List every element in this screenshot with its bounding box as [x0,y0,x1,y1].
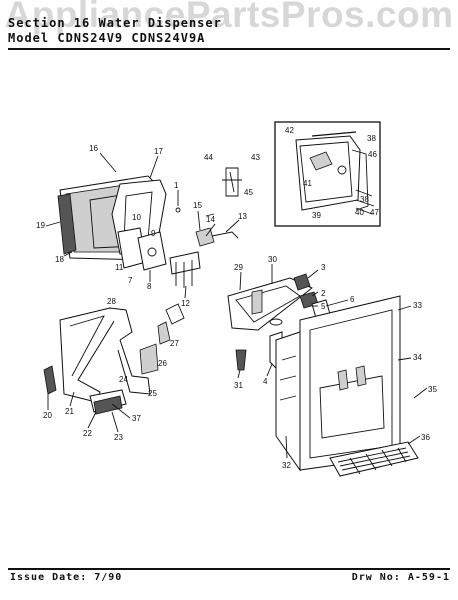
callout-18: 18 [55,255,64,264]
callout-11: 11 [115,263,124,272]
callout-4: 4 [263,377,268,386]
callout-23: 23 [114,433,123,442]
callout-32: 32 [282,461,291,470]
callout-15: 15 [193,201,202,210]
callout-19: 19 [36,221,45,230]
footer-rule [8,568,450,570]
issue-date: Issue Date: 7/90 [10,572,123,583]
callout-21: 21 [65,407,74,416]
callout-2: 2 [321,289,326,298]
model-line: Model CDNS24V9 CDNS24V9A [8,31,206,45]
leader-lines [45,152,428,459]
tube-clip [222,167,242,197]
callout-24: 24 [119,375,128,384]
callout-39: 39 [312,211,321,220]
switch-bracket [169,213,239,288]
part-callouts: 16 17 1 19 18 10 9 11 7 8 15 14 13 12 44… [36,126,437,470]
dispenser-panel [275,295,401,472]
callout-38b: 38 [360,195,369,204]
callout-22: 22 [83,429,92,438]
callout-29: 29 [234,263,243,272]
callout-14: 14 [206,215,215,224]
callout-1: 1 [174,181,179,190]
callout-13: 13 [238,212,247,221]
callout-31: 31 [234,381,243,390]
callout-44: 44 [204,153,213,162]
callout-45: 45 [244,188,253,197]
section-title: Section 16 Water Dispenser [8,16,222,30]
callout-7: 7 [128,276,133,285]
drip-grille [329,441,419,477]
top-housing [227,277,313,331]
callout-5: 5 [321,302,326,311]
callout-3: 3 [321,263,326,272]
callout-47: 47 [370,208,379,217]
callout-46: 46 [368,150,377,159]
callout-17: 17 [154,147,163,156]
callout-25: 25 [148,389,157,398]
callout-40: 40 [355,208,364,217]
callout-34: 34 [413,353,422,362]
callout-35: 35 [428,385,437,394]
callout-6: 6 [350,295,355,304]
callout-20: 20 [43,411,52,420]
callout-28: 28 [107,297,116,306]
callout-10: 10 [132,213,141,222]
callout-36: 36 [421,433,430,442]
header-rule [8,48,450,50]
callout-12: 12 [181,299,190,308]
callout-30: 30 [268,255,277,264]
callout-42: 42 [285,126,294,135]
drawing-number: Drw No: A-59-1 [351,572,450,583]
callout-16: 16 [89,144,98,153]
callout-33: 33 [413,301,422,310]
callout-9: 9 [151,229,156,238]
callout-8: 8 [147,282,152,291]
paddle-assembly [117,207,181,282]
inset-detail [274,121,381,227]
watermark: AppliancePartsPros.com [4,0,454,35]
callout-41: 41 [303,179,312,188]
callout-27: 27 [170,339,179,348]
callout-38a: 38 [367,134,376,143]
lever-arm [43,303,185,415]
callout-26: 26 [158,359,167,368]
callout-43: 43 [251,153,260,162]
callout-37: 37 [132,414,141,423]
